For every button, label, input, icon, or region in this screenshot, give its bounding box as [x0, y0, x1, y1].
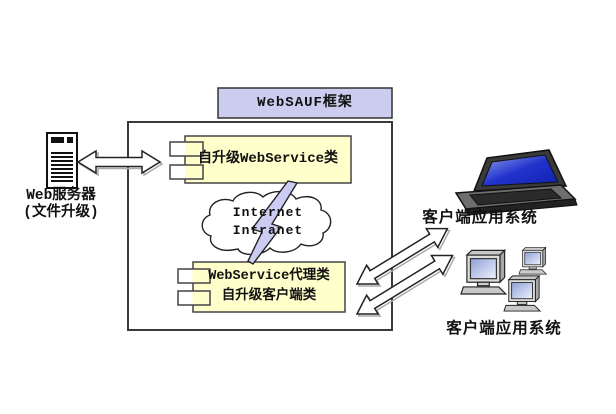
title-box [217, 87, 393, 119]
lightning-bolt-icon [247, 180, 299, 265]
desktop-icon-small [518, 247, 547, 275]
proxy-component-box [177, 261, 346, 313]
cloud-line2: Intranet [232, 223, 304, 238]
webservice-class-label: 自升级WebService类 [197, 151, 338, 167]
proxy-class-line2: 自升级客户端类 [221, 289, 317, 304]
desktop-icon-large [460, 249, 507, 295]
client-system-label-top: 客户端应用系统 [422, 209, 538, 227]
framework-title: WebSAUF框架 [257, 95, 353, 111]
proxy-class-line1: WebService代理类 [208, 269, 330, 284]
server-label-line2: (文件升级) [23, 205, 99, 221]
cloud-line1: Internet [232, 205, 304, 220]
laptop-icon [454, 149, 578, 216]
proxy-class-label: WebService代理类 自升级客户端类 [193, 262, 345, 312]
server-link-double-arrow [76, 149, 164, 177]
webservice-component-box [169, 135, 352, 184]
client-link-lower-double-arrow [355, 254, 456, 317]
framework-container-box [127, 121, 393, 331]
server-label-line1: Web服务器 [26, 188, 96, 204]
server-icon [46, 132, 78, 189]
client-system-label-bottom: 客户端应用系统 [446, 320, 562, 338]
client-link-upper-double-arrow [355, 227, 451, 287]
network-cloud-label: Internet Intranet [203, 204, 333, 240]
desktop-computers-icon [460, 247, 547, 312]
desktop-icon-medium [503, 275, 541, 312]
web-server-label: Web服务器 (文件升级) [2, 188, 120, 222]
